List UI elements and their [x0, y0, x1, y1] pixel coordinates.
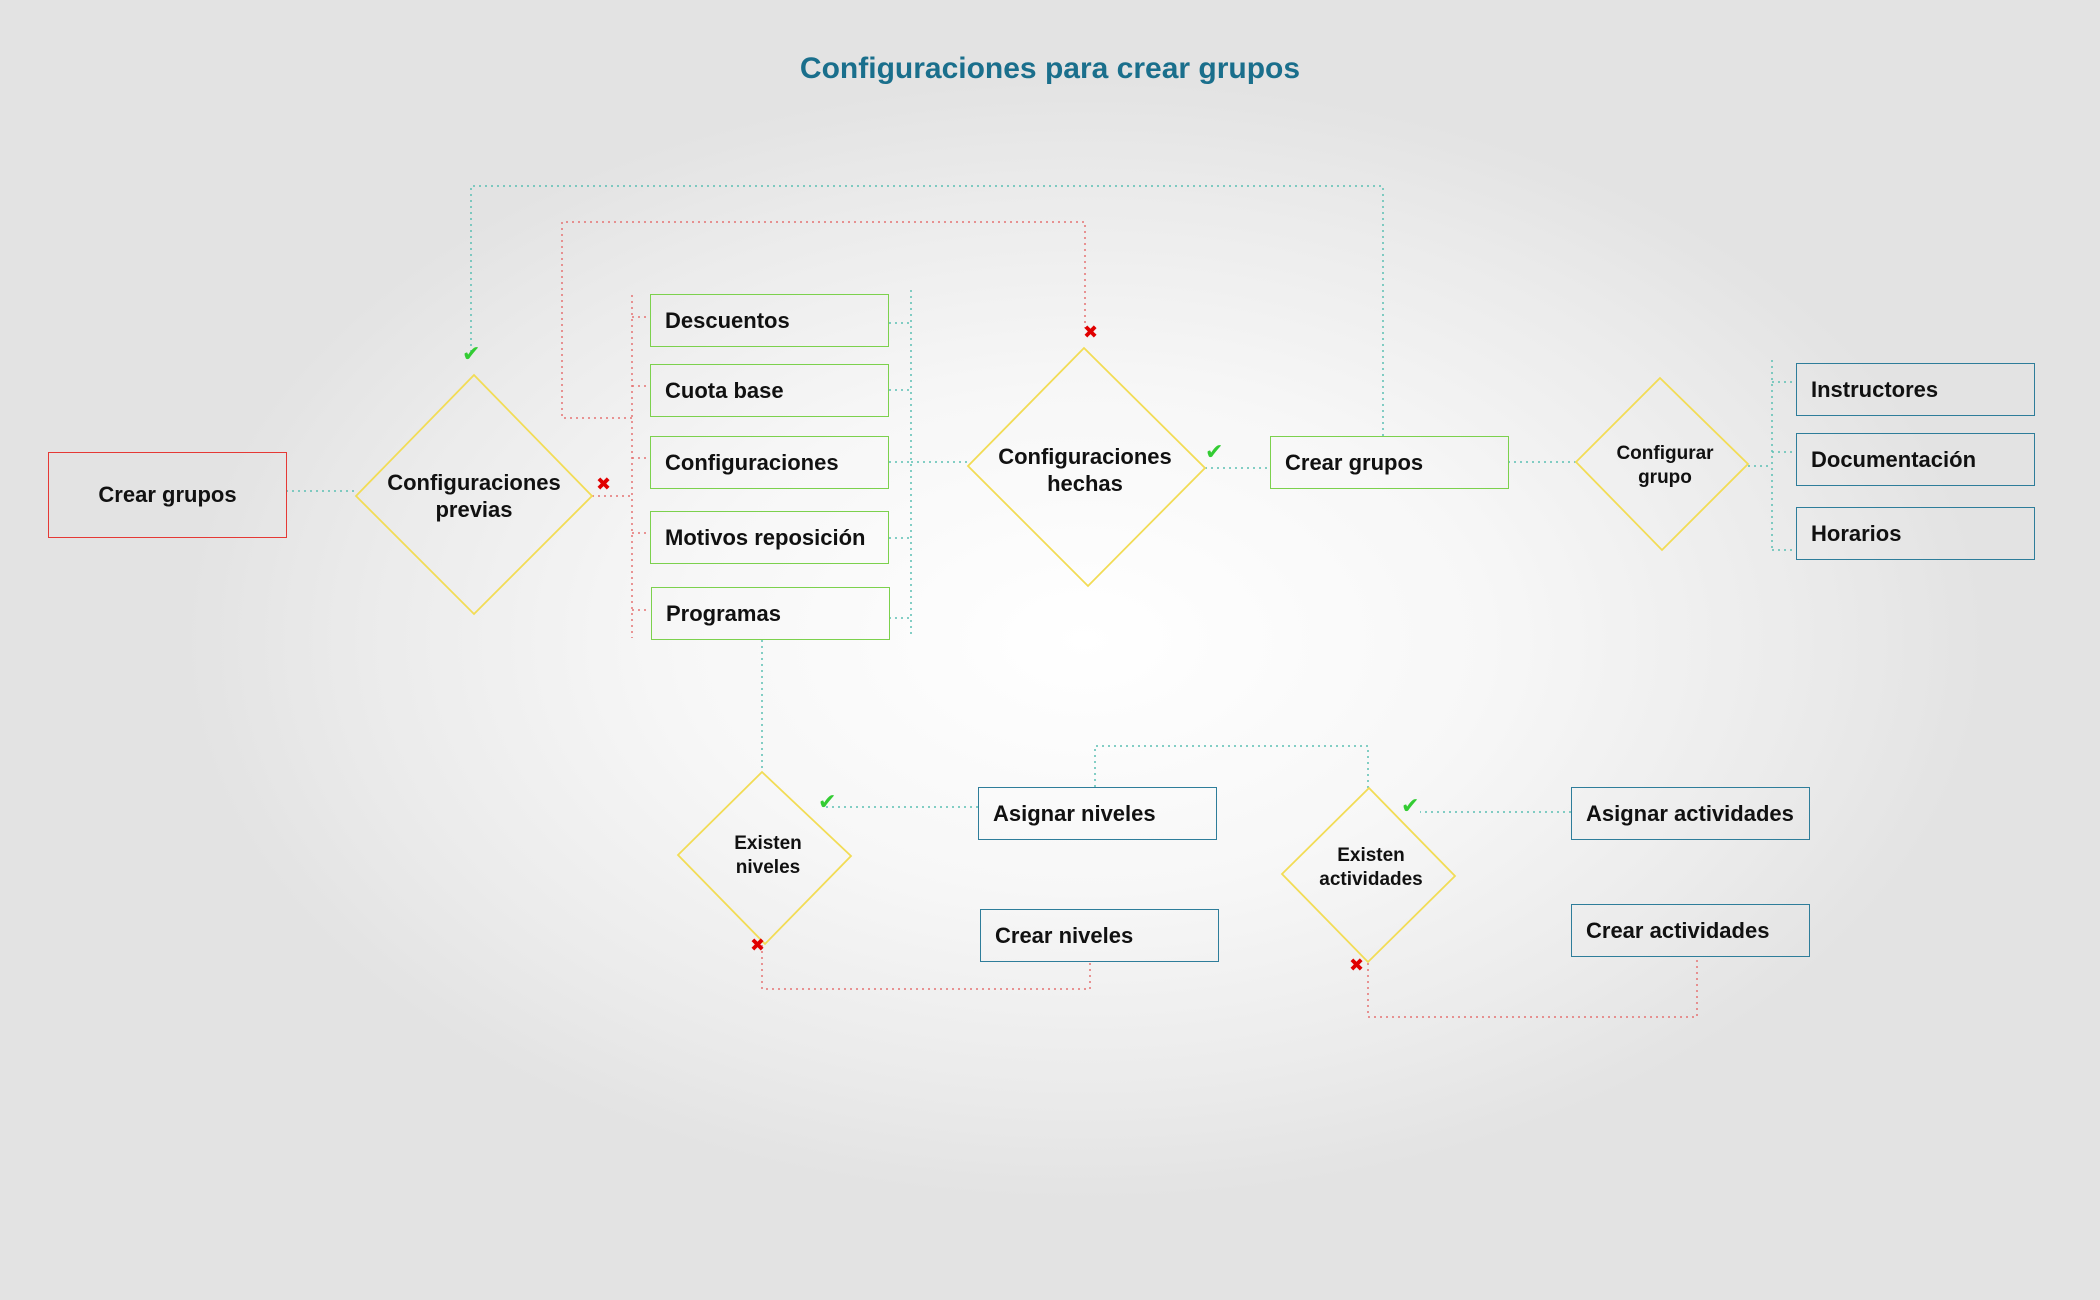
check-icon: ✔ — [818, 790, 837, 815]
crear-actividades-box[interactable]: Crear actividades — [1571, 904, 1810, 957]
connector-previas-loop-top — [470, 185, 1384, 437]
motivos-reposicion-box[interactable]: Motivos reposición — [650, 511, 889, 564]
cross-icon: ✖ — [1349, 955, 1365, 976]
start-crear-grupos-box[interactable]: Crear grupos — [48, 452, 287, 538]
asignar-niveles-box[interactable]: Asignar niveles — [978, 787, 1217, 840]
diagram-title: Configuraciones para crear grupos — [799, 52, 1301, 85]
connector-no-to-hechas-loop — [561, 221, 1086, 419]
check-icon: ✔ — [1205, 440, 1224, 465]
connector-crear-actividades-loop — [1367, 957, 1698, 1018]
documentacion-box[interactable]: Documentación — [1796, 433, 2035, 486]
check-icon: ✔ — [1401, 794, 1420, 819]
horarios-box[interactable]: Horarios — [1796, 507, 2035, 560]
descuentos-box[interactable]: Descuentos — [650, 294, 889, 347]
decision-configuraciones-previas — [354, 373, 594, 616]
decision-existen-actividades — [1280, 786, 1457, 964]
decision-configurar-grupo — [1574, 376, 1750, 552]
cross-icon: ✖ — [596, 474, 612, 495]
cross-icon: ✖ — [1083, 322, 1099, 343]
crear-niveles-box[interactable]: Crear niveles — [980, 909, 1219, 962]
decision-existen-niveles — [676, 770, 853, 946]
cross-icon: ✖ — [750, 935, 766, 956]
crear-grupos-box[interactable]: Crear grupos — [1270, 436, 1509, 489]
connector-niveles-to-actividades — [1094, 745, 1369, 790]
check-icon: ✔ — [462, 342, 481, 367]
programas-box[interactable]: Programas — [651, 587, 890, 640]
decision-configuraciones-hechas — [966, 346, 1207, 588]
instructores-box[interactable]: Instructores — [1796, 363, 2035, 416]
asignar-actividades-box[interactable]: Asignar actividades — [1571, 787, 1810, 840]
cuota-base-box[interactable]: Cuota base — [650, 364, 889, 417]
configuraciones-box[interactable]: Configuraciones — [650, 436, 889, 489]
